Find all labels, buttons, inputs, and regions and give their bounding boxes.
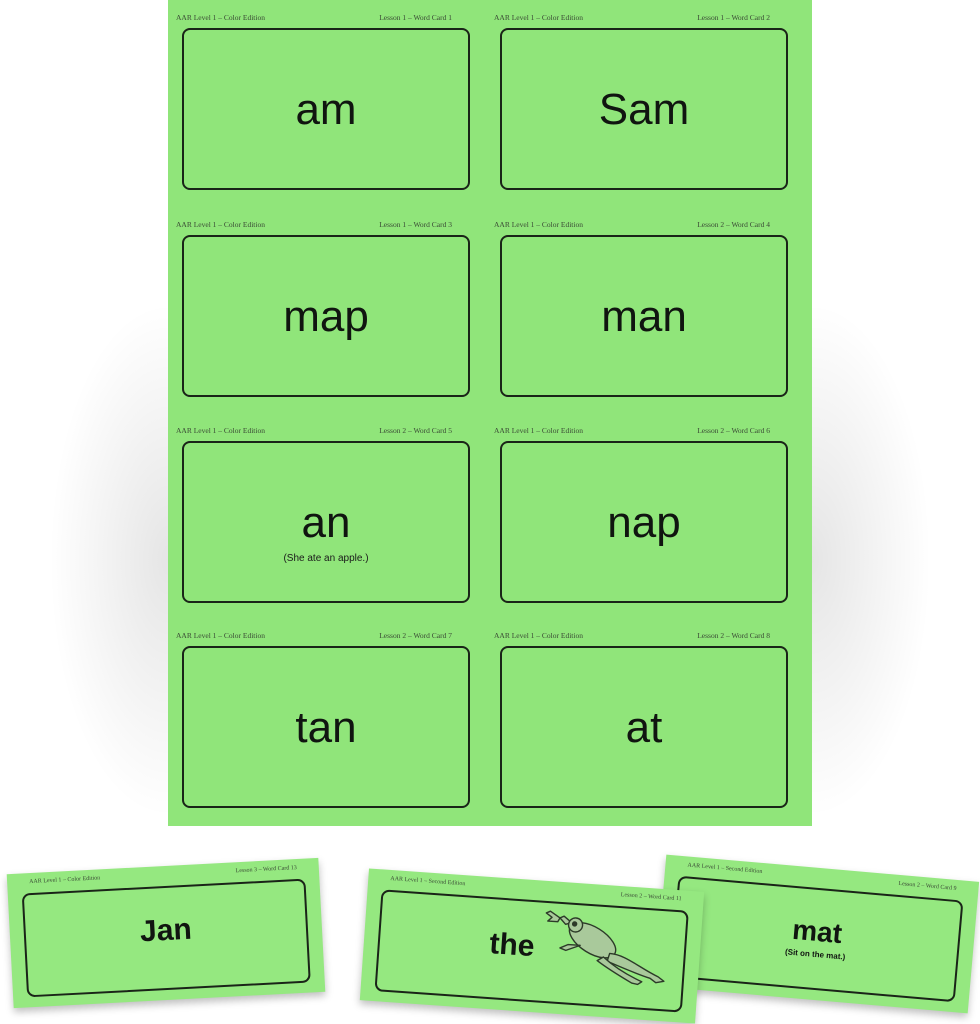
card-word: at xyxy=(625,703,663,752)
card-frame: Jan xyxy=(21,878,311,998)
sheet-card-6[interactable]: AAR Level 1 – Color Edition Lesson 2 – W… xyxy=(486,413,788,603)
loose-card-jan[interactable]: AAR Level 1 – Color Edition Lesson 3 – W… xyxy=(6,857,326,1009)
card-word: an xyxy=(301,498,351,547)
card-lesson-label: Lesson 1 – Word Card 3 xyxy=(379,220,452,229)
card-word: am xyxy=(295,85,357,134)
card-lesson-label: Lesson 2 – Word Card 6 xyxy=(697,426,770,435)
card-edition-label: AAR Level 1 – Color Edition xyxy=(176,426,265,435)
card-edition-label: AAR Level 1 – Color Edition xyxy=(494,426,583,435)
sheet-shadow-left xyxy=(48,300,168,820)
card-word: Jan xyxy=(139,912,193,949)
card-word: man xyxy=(601,292,687,341)
card-edition-label: AAR Level 1 – Color Edition xyxy=(494,220,583,229)
loose-card-the[interactable]: AAR Level 1 – Second Edition Lesson 2 – … xyxy=(359,868,705,1024)
card-frame: tan xyxy=(182,646,470,808)
card-word: Sam xyxy=(598,85,690,134)
card-lesson-label: Lesson 2 – Word Card 11 xyxy=(620,892,682,903)
card-header: AAR Level 1 – Color Edition Lesson 1 – W… xyxy=(168,0,460,22)
card-lesson-label: Lesson 2 – Word Card 9 xyxy=(898,880,957,892)
card-frame: at xyxy=(500,646,788,808)
sheet-card-2[interactable]: AAR Level 1 – Color Edition Lesson 1 – W… xyxy=(486,0,788,190)
card-edition-label: AAR Level 1 – Color Edition xyxy=(176,220,265,229)
card-edition-label: AAR Level 1 – Color Edition xyxy=(494,13,583,22)
card-lesson-label: Lesson 2 – Word Card 5 xyxy=(379,426,452,435)
card-header: AAR Level 1 – Color Edition Lesson 2 – W… xyxy=(486,618,778,640)
card-lesson-label: Lesson 1 – Word Card 1 xyxy=(379,13,452,22)
card-header: AAR Level 1 – Color Edition Lesson 1 – W… xyxy=(486,0,778,22)
card-lesson-label: Lesson 3 – Word Card 13 xyxy=(235,865,297,875)
card-header: AAR Level 1 – Color Edition Lesson 2 – W… xyxy=(168,618,460,640)
card-lesson-label: Lesson 2 – Word Card 4 xyxy=(697,220,770,229)
card-edition-label: AAR Level 1 – Color Edition xyxy=(494,631,583,640)
word-card-sheet: AAR Level 1 – Color Edition Lesson 1 – W… xyxy=(168,0,812,826)
card-word: tan xyxy=(295,703,357,752)
card-header: AAR Level 1 – Color Edition Lesson 1 – W… xyxy=(168,207,460,229)
card-edition-label: AAR Level 1 – Color Edition xyxy=(28,875,101,886)
sheet-card-8[interactable]: AAR Level 1 – Color Edition Lesson 2 – W… xyxy=(486,618,788,808)
card-frame: mat (Sit on the mat.) xyxy=(669,875,964,1003)
card-frame: man xyxy=(500,235,788,397)
card-lesson-label: Lesson 2 – Word Card 7 xyxy=(379,631,452,640)
card-header: AAR Level 1 – Color Edition Lesson 2 – W… xyxy=(486,207,778,229)
card-edition-label: AAR Level 1 – Second Edition xyxy=(687,862,763,875)
card-header: AAR Level 1 – Color Edition Lesson 2 – W… xyxy=(486,413,778,435)
sheet-card-1[interactable]: AAR Level 1 – Color Edition Lesson 1 – W… xyxy=(168,0,470,190)
sheet-card-5[interactable]: AAR Level 1 – Color Edition Lesson 2 – W… xyxy=(168,413,470,603)
card-edition-label: AAR Level 1 – Second Edition xyxy=(390,875,466,888)
card-frame: am xyxy=(182,28,470,190)
card-edition-label: AAR Level 1 – Color Edition xyxy=(176,631,265,640)
card-frame: an (She ate an apple.) xyxy=(182,441,470,603)
card-frame: Sam xyxy=(500,28,788,190)
card-word: nap xyxy=(607,498,681,547)
loose-card-mat[interactable]: AAR Level 1 – Second Edition Lesson 2 – … xyxy=(654,854,980,1014)
card-word: map xyxy=(283,292,369,341)
sheet-card-7[interactable]: AAR Level 1 – Color Edition Lesson 2 – W… xyxy=(168,618,470,808)
card-lesson-label: Lesson 2 – Word Card 8 xyxy=(697,631,770,640)
card-header: AAR Level 1 – Color Edition Lesson 2 – W… xyxy=(168,413,460,435)
sheet-card-4[interactable]: AAR Level 1 – Color Edition Lesson 2 – W… xyxy=(486,207,788,397)
card-frame: map xyxy=(182,235,470,397)
card-edition-label: AAR Level 1 – Color Edition xyxy=(176,13,265,22)
card-example-sentence: (She ate an apple.) xyxy=(283,553,369,564)
card-frame: nap xyxy=(500,441,788,603)
sheet-card-3[interactable]: AAR Level 1 – Color Edition Lesson 1 – W… xyxy=(168,207,470,397)
frog-icon xyxy=(545,910,665,986)
card-lesson-label: Lesson 1 – Word Card 2 xyxy=(697,13,770,22)
sheet-shadow-right xyxy=(812,300,932,820)
card-frame: the xyxy=(374,889,689,1013)
